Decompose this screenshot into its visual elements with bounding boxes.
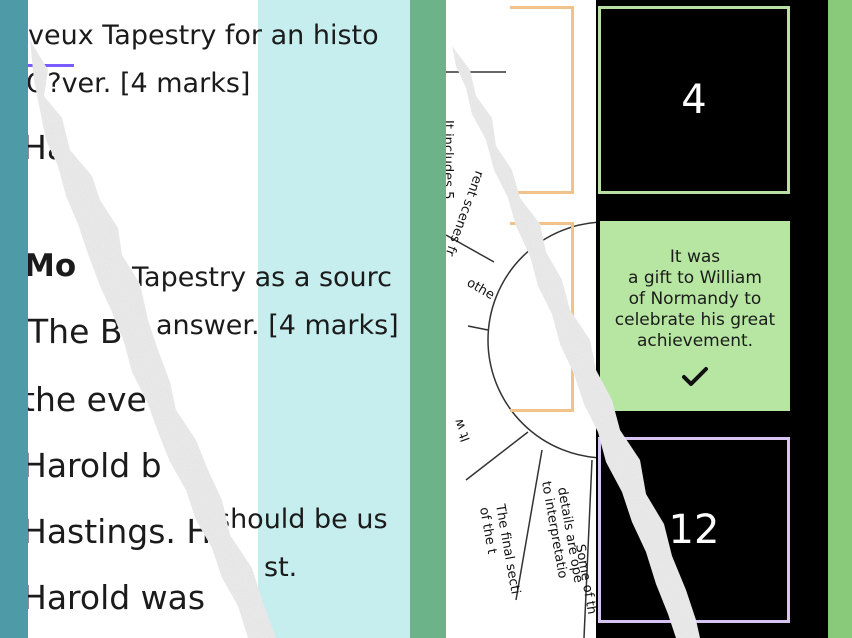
doc-line: Q?ver. [4 marks] [28,68,251,99]
card-top-4[interactable]: 4 [598,6,790,194]
selection-marker [28,64,74,67]
game-panel: It includes 5 rent scenes fr othe It w T… [446,0,828,638]
card-partial-top[interactable] [510,6,574,194]
check-icon [682,366,708,386]
doc-line: Hastings. H [28,512,212,551]
wheel-segment-text: It includes 5 [446,120,455,199]
card-revealed-answer[interactable]: It was a gift to William of Normandy to … [600,221,790,411]
card-bottom-12[interactable]: 12 [598,437,790,623]
divider-strip [410,0,446,638]
right-frame [828,0,852,638]
doc-line: the eve [28,380,147,419]
doc-line: Harold was [28,578,206,617]
card-number: 4 [681,77,707,123]
document-panel: veux Tapestry for an histo Q?ver. [4 mar… [28,0,410,638]
left-frame [0,0,28,638]
doc-line: Harold b [28,446,162,485]
doc-line: Ha [28,128,68,167]
doc-line: answer. [4 marks] [156,310,399,341]
doc-line: veux Tapestry for an histo [28,20,379,51]
doc-line: st. [264,552,298,583]
doc-line: Tapestry as a sourc [132,262,393,293]
card-number: 12 [668,507,720,553]
doc-line: should be us [216,504,388,535]
doc-line: The B [28,312,123,351]
card-partial-middle[interactable] [510,222,574,412]
wheel-segment-text: It w [451,416,473,444]
answer-text: It was a gift to William of Normandy to … [614,246,776,351]
wheel-segment-text: othe [464,275,497,303]
doc-heading: Mo [28,248,77,284]
